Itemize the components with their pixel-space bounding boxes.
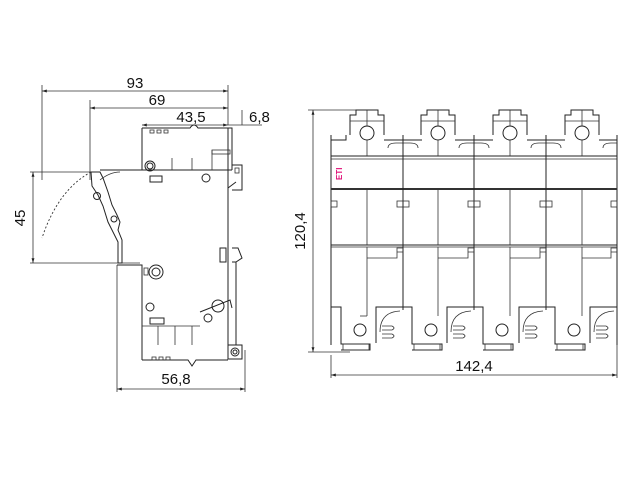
dimension-label: 43,5 [176, 109, 205, 126]
pole-1-top-terminal [330, 109, 422, 156]
pole-3-top-terminal [492, 109, 565, 156]
dimension-rear-depth: 56,8 [117, 371, 245, 391]
dimension-handle-swing: 45 [12, 172, 35, 263]
pole-4-bottom-terminal [554, 306, 617, 351]
dimension-label: 69 [149, 92, 166, 109]
pole-4-top-terminal [564, 109, 617, 156]
side-view: 93 69 43,5 6,8 45 56,8 [12, 75, 270, 392]
dimension-label: 93 [127, 75, 144, 92]
pole-dividers [366, 135, 583, 316]
dimension-label: 142,4 [455, 358, 493, 375]
dimension-front-depth: 43,5 [142, 109, 228, 127]
bottom-terminals [331, 306, 617, 351]
front-view: 120,4 142,4 ETI [292, 109, 618, 378]
dimension-height: 120,4 [292, 110, 315, 352]
dimension-label: 45 [12, 210, 29, 227]
pole-2-bottom-terminal [411, 306, 484, 351]
pole-3-bottom-terminal [482, 306, 556, 351]
dimension-overall-depth: 93 [42, 75, 228, 93]
indicator-windows [330, 200, 618, 259]
eti-logo: ETI [335, 168, 344, 180]
handle-lever [90, 171, 123, 264]
dimension-depth-to-rail: 69 [90, 92, 228, 110]
pole-2-top-terminal [420, 109, 493, 156]
handle-swing-arc [41, 171, 92, 239]
dimension-rail-offset: 6,8 [228, 109, 270, 126]
dimension-label: 120,4 [292, 212, 309, 250]
pole-1-bottom-terminal [331, 306, 413, 351]
dimension-label: 6,8 [249, 109, 270, 126]
side-body [90, 124, 243, 367]
dimension-label: 56,8 [161, 371, 190, 388]
dimension-width: 142,4 [331, 358, 617, 377]
